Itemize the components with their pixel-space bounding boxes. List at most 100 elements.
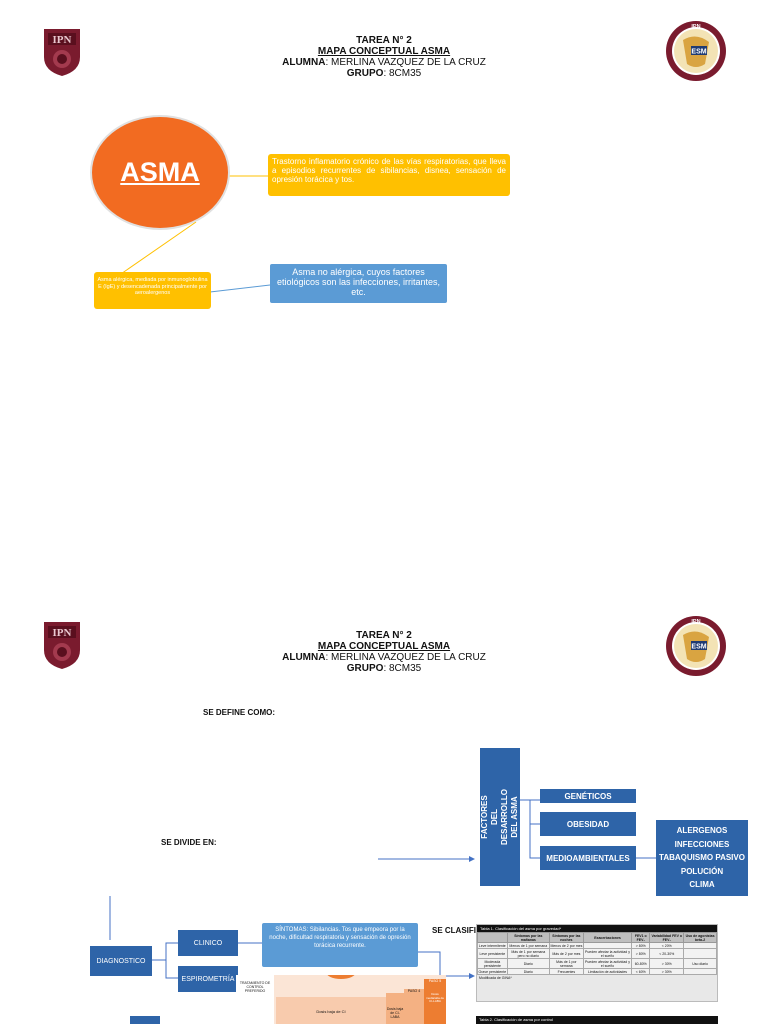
task-subtitle: MAPA CONCEPTUAL ASMA bbox=[317, 641, 451, 652]
table1-header-cell bbox=[477, 932, 508, 943]
task-title: TAREA N° 2 bbox=[356, 630, 412, 641]
ambiental-polucion: POLUCIÓN bbox=[680, 866, 724, 876]
esm-logo-top-text: IPN bbox=[691, 619, 700, 625]
page-2-header: TAREA N° 2 MAPA CONCEPTUAL ASMA ALUMNA: … bbox=[0, 630, 768, 674]
page-1-header: TAREA N° 2 MAPA CONCEPTUAL ASMA ALUMNA: … bbox=[0, 35, 768, 79]
factor-obesidad: OBESIDAD bbox=[540, 812, 636, 836]
student-name: : MERLINA VAZQUEZ DE LA CRUZ bbox=[325, 57, 486, 68]
table1-cell: Grave persistente bbox=[477, 968, 508, 975]
asma-title: ASMA bbox=[120, 157, 200, 187]
group-label: GRUPO bbox=[346, 663, 384, 674]
esm-logo-top-text: IPN bbox=[691, 24, 700, 30]
esm-logo-text: ESM bbox=[691, 644, 706, 651]
table1-cell: > 80% bbox=[631, 948, 651, 959]
espirometria-box: ESPIROMETRÍA bbox=[178, 966, 238, 992]
table2-caption-bar: Tabla 2. Clasificación de asma por contr… bbox=[476, 1016, 718, 1024]
ambiental-alergenos: ALERGENOS bbox=[676, 826, 728, 836]
group-value: : 8CM35 bbox=[383, 68, 422, 79]
esm-logo: ESM IPN bbox=[666, 616, 726, 676]
definition-box: Trastorno inflamatorio crónico de las ví… bbox=[268, 154, 510, 196]
arrow-to-tabla bbox=[418, 951, 475, 979]
ipn-logo-text: IPN bbox=[53, 34, 72, 46]
table1-cell: > 30% bbox=[649, 968, 685, 975]
factor-medioambientales: MEDIOAMBIENTALES bbox=[540, 846, 636, 870]
esm-logo: ESM IPN bbox=[666, 21, 726, 81]
page-2-connectors bbox=[109, 799, 656, 979]
table1-cell: Más de 1 por semana bbox=[548, 958, 584, 969]
diagnostico-box: DIAGNOSTICO bbox=[90, 946, 152, 976]
task-subtitle: MAPA CONCEPTUAL ASMA bbox=[317, 46, 451, 57]
task-title: TAREA N° 2 bbox=[356, 35, 412, 46]
table1-header-cell: Variabilidad FEV o FEV₁ bbox=[649, 932, 685, 943]
table1-caption: Tabla 1. Clasificación del asma por grav… bbox=[477, 925, 717, 932]
se-clasifica-label: SE CLASIFICA bbox=[432, 926, 488, 935]
paso5-label: PASO 5 bbox=[424, 979, 446, 1024]
student-name: : MERLINA VAZQUEZ DE LA CRUZ bbox=[325, 652, 486, 663]
table1-cell: Más de 2 por mes bbox=[548, 948, 584, 959]
table1-note: Modificada de GINA* bbox=[479, 976, 512, 980]
table1-header-cell: Síntomas por las noches bbox=[548, 932, 584, 943]
steps-mid-label: Dosis baja de CI bbox=[276, 997, 386, 1024]
table1-cell: 60-80% bbox=[631, 958, 651, 969]
page-1: IPN ESM IPN TAREA N° 2 MAPA CONCEPTUAL A… bbox=[0, 21, 768, 309]
table1-cell: Diario bbox=[506, 958, 550, 969]
table1-cell: < 20-30% bbox=[649, 948, 685, 959]
table1-cell: Pueden afectar la actividad y el sueño bbox=[582, 948, 633, 959]
sintomas-label: SÍNTOMAS bbox=[275, 927, 307, 933]
page-1-connectors bbox=[117, 175, 271, 293]
table1-cell: Leve persistente bbox=[477, 948, 508, 959]
student-label: ALUMNA bbox=[282, 57, 326, 68]
connector-nonallergic bbox=[209, 284, 271, 293]
table1-cell: Diario bbox=[506, 968, 550, 975]
paso4-label: PASO 4 bbox=[404, 989, 424, 1024]
partial-box bbox=[130, 1016, 160, 1024]
connector-allergic bbox=[117, 221, 197, 277]
definition-text: Trastorno inflamatorio crónico de las ví… bbox=[272, 157, 506, 184]
nonallergic-asthma-box: Asma no alérgica, cuyos factores etiológ… bbox=[270, 264, 447, 303]
ipn-logo: IPN bbox=[44, 29, 80, 76]
table1-cell: Moderada persistente bbox=[477, 958, 508, 969]
group-label: GRUPO bbox=[346, 68, 384, 79]
treatment-steps-figure: TRATAMIENTO DE CONTROL PREFERIDO Dosis b… bbox=[236, 975, 446, 1024]
steps-right-label: Dosis baja de CI-LABA bbox=[386, 993, 404, 1024]
esm-logo-text: ESM bbox=[691, 49, 706, 56]
nonallergic-asthma-text: Asma no alérgica, cuyos factores etiológ… bbox=[276, 267, 441, 297]
ambientales-box: ALERGENOS INFECCIONES TABAQUISMO PASIVO … bbox=[656, 820, 748, 896]
table1-header-cell: Exacerbaciones bbox=[582, 932, 633, 943]
clinico-box: CLINICO bbox=[178, 930, 238, 956]
steps-extra-label: Dosis media/alta de CI-LABA bbox=[426, 992, 445, 1003]
sintomas-box: SÍNTOMAS: Sibilancias. Tos que empeora p… bbox=[262, 923, 418, 967]
table1-cell: > 30% bbox=[649, 958, 685, 969]
se-define-label: SE DEFINE COMO: bbox=[203, 708, 276, 717]
page-2: IPN ESM IPN TAREA N° 2 MAPA CONCEPTUAL A… bbox=[0, 600, 768, 1024]
factores-title: FACTORES DEL DESARROLLO DEL ASMA bbox=[480, 789, 519, 845]
table1-header-cell: Síntomas por las mañanas bbox=[506, 932, 550, 943]
steps-orange-arc bbox=[326, 975, 356, 979]
table1-cell: Limitación de actividades bbox=[582, 968, 633, 975]
table1-cell: Frecuentes bbox=[548, 968, 584, 975]
table2-caption: Tabla 2. Clasificación de asma por contr… bbox=[479, 1017, 554, 1022]
table1-cell: Más de 1 por semana pero no diario bbox=[506, 948, 550, 959]
table1-cell: < 60% bbox=[631, 968, 651, 975]
table1-cell bbox=[683, 948, 717, 959]
steps-left-label: TRATAMIENTO DE CONTROL PREFERIDO bbox=[236, 975, 274, 1024]
ipn-logo-text: IPN bbox=[53, 627, 72, 639]
se-divide-label: SE DIVIDE EN: bbox=[161, 838, 217, 847]
table1-cell: Pueden afectar la actividad y el sueño bbox=[582, 958, 633, 969]
ambiental-clima: CLIMA bbox=[689, 880, 715, 890]
sintomas-text: : Sibilancias. Tos que empeora por la no… bbox=[269, 927, 411, 949]
asma-ellipse: ASMA bbox=[90, 115, 230, 230]
table1-cell bbox=[683, 968, 717, 975]
bracket-factores bbox=[520, 799, 540, 859]
factor-geneticos: GENÉTICOS bbox=[540, 789, 636, 803]
ambiental-infecciones: INFECCIONES bbox=[674, 839, 730, 849]
student-label: ALUMNA bbox=[282, 652, 326, 663]
factores-box: FACTORES DEL DESARROLLO DEL ASMA bbox=[480, 748, 520, 886]
classification-table: Tabla 1. Clasificación del asma por grav… bbox=[476, 924, 718, 1002]
